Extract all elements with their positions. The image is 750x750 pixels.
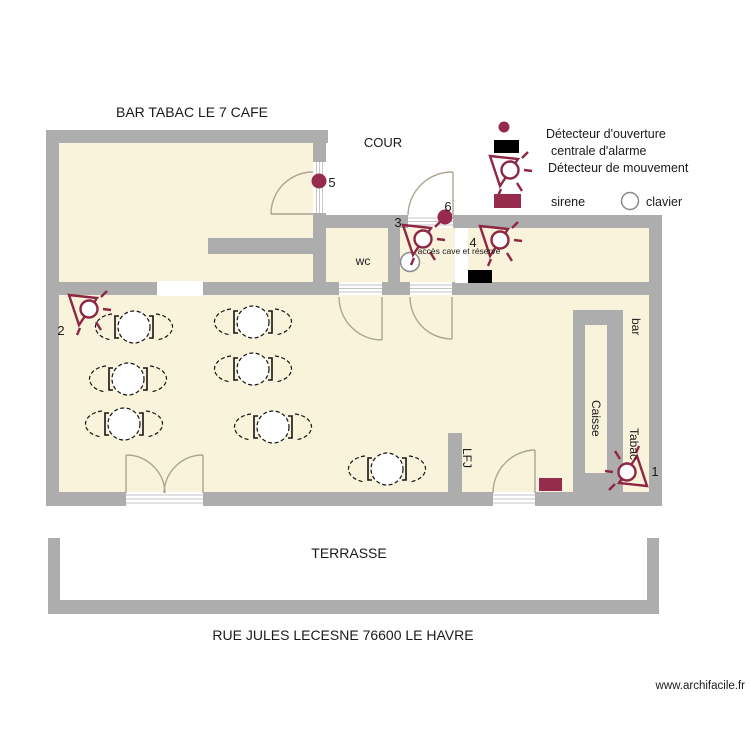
legend-central-label: centrale d'alarme (551, 144, 647, 158)
door-sill (126, 492, 203, 506)
door-arc (492, 449, 536, 494)
wall (649, 215, 662, 506)
wall (313, 215, 662, 228)
legend-alarm-central-icon (494, 140, 519, 153)
device-number: 3 (394, 215, 401, 230)
door-arc (338, 296, 383, 341)
main-room-floor (59, 295, 649, 492)
label-bar: bar (629, 318, 643, 335)
wall-stub-lfj (448, 433, 462, 492)
legend-motion-detector-icon (488, 150, 534, 198)
wall (313, 143, 326, 162)
labels: BAR TABAC LE 7 CAFE COUR wc accès cave e… (116, 104, 745, 692)
wall (46, 130, 328, 143)
label-cour: COUR (364, 135, 402, 150)
wall-stub (208, 238, 313, 254)
legend-opening-label: Détecteur d'ouverture (546, 127, 666, 141)
siren-icon (539, 478, 562, 491)
legend-siren-icon (494, 194, 521, 208)
wall-divider (388, 228, 400, 282)
terrasse-wall (48, 538, 60, 614)
legend-siren-label: sirene (551, 195, 585, 209)
label-wc: wc (355, 254, 371, 268)
legend: Détecteur d'ouverture centrale d'alarme … (488, 121, 689, 211)
fixtures (399, 251, 562, 491)
wall-opening (157, 281, 203, 296)
room-topleft-floor (59, 143, 313, 282)
watermark: www.archifacile.fr (655, 680, 746, 692)
terrasse-wall (48, 600, 659, 614)
door-sill (493, 492, 535, 506)
legend-motion-label: Détecteur de mouvement (548, 161, 689, 175)
double-door-arc (163, 454, 204, 494)
floors (59, 143, 649, 492)
door-arc (409, 296, 453, 340)
legend-keypad-label: clavier (646, 195, 682, 209)
door-arc (407, 171, 454, 216)
terrasse-wall (647, 538, 659, 614)
device-number: 6 (444, 199, 451, 214)
opening-detector-icon (311, 173, 327, 189)
wall (46, 130, 59, 506)
page-title: BAR TABAC LE 7 CAFE (116, 104, 268, 120)
device-number: 4 (469, 235, 476, 250)
label-street: RUE JULES LECESNE 76600 LE HAVRE (212, 627, 473, 643)
legend-keypad-icon (620, 191, 640, 211)
terrasse (48, 538, 659, 614)
label-tabac: Tabac (627, 428, 641, 460)
wall-opening (455, 228, 468, 283)
wall (313, 213, 326, 283)
label-terrasse: TERRASSE (311, 545, 386, 561)
legend-opening-detector-icon (498, 121, 510, 133)
door-arc (270, 171, 314, 215)
label-cave: accès cave et réserve (418, 246, 501, 256)
device-number: 2 (57, 323, 64, 338)
opening-detector-icon (437, 209, 453, 225)
device-number: 1 (651, 464, 658, 479)
keypad-icon (399, 251, 421, 273)
alarm-central-icon (468, 270, 492, 283)
devices-layer: 1 2 3 4 5 6 (57, 173, 659, 492)
label-caisse: Caisse (589, 400, 603, 437)
door-sill (339, 282, 382, 295)
bar-counter-inside (585, 325, 607, 473)
doors (125, 171, 536, 494)
device-number: 5 (328, 175, 335, 190)
door-sill (410, 282, 452, 295)
label-lfj: LFJ (460, 448, 474, 468)
